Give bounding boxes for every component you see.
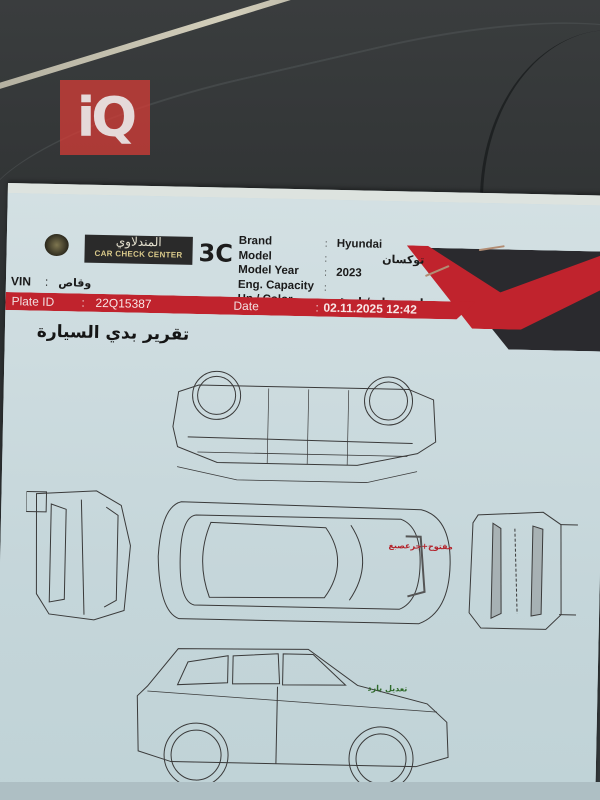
date-label: Date (233, 298, 259, 314)
spec-label-brand: Brand (238, 234, 273, 248)
spec-value-model-year: 2023 (336, 266, 362, 280)
plate-separator: : (81, 295, 86, 310)
car-diagram-side (115, 635, 458, 792)
car-diagram-rear (24, 483, 142, 625)
vin-label: VIN (10, 274, 32, 289)
iq-watermark-logo: iQ (60, 80, 150, 155)
damage-note-top: مفتوح+جرعصبغ (388, 541, 453, 552)
date-separator: : (315, 300, 319, 315)
spec-value-brand: Hyundai (336, 237, 383, 251)
company-mark: 3C (198, 239, 234, 268)
spec-label-engine-capacity: Eng. Capacity (237, 278, 315, 292)
plate-id-label: Plate ID (11, 294, 55, 309)
car-diagram-front (461, 503, 579, 640)
date-value: 02.11.2025 12:42 (323, 300, 418, 317)
damage-note-side: تعديل بارد (367, 683, 408, 694)
company-name-english: CAR CHECK CENTER (94, 248, 183, 260)
car-diagram-side-inverted (157, 366, 444, 487)
spec-label-model-year: Model Year (238, 263, 299, 278)
inspection-report-paper: المندلاوي CAR CHECK CENTER 3C Brand Mode… (0, 183, 600, 800)
company-logo: المندلاوي CAR CHECK CENTER (84, 234, 193, 265)
vin-row: VIN:وقاص (10, 274, 92, 290)
report-title: تقرير بدي السيارة (36, 321, 190, 345)
spec-label-model: Model (238, 249, 272, 263)
underlying-paper (0, 782, 600, 800)
vin-value: وقاص (58, 276, 92, 290)
plate-id-value: 22Q15387 (95, 295, 152, 312)
car-diagram-top (149, 486, 457, 637)
